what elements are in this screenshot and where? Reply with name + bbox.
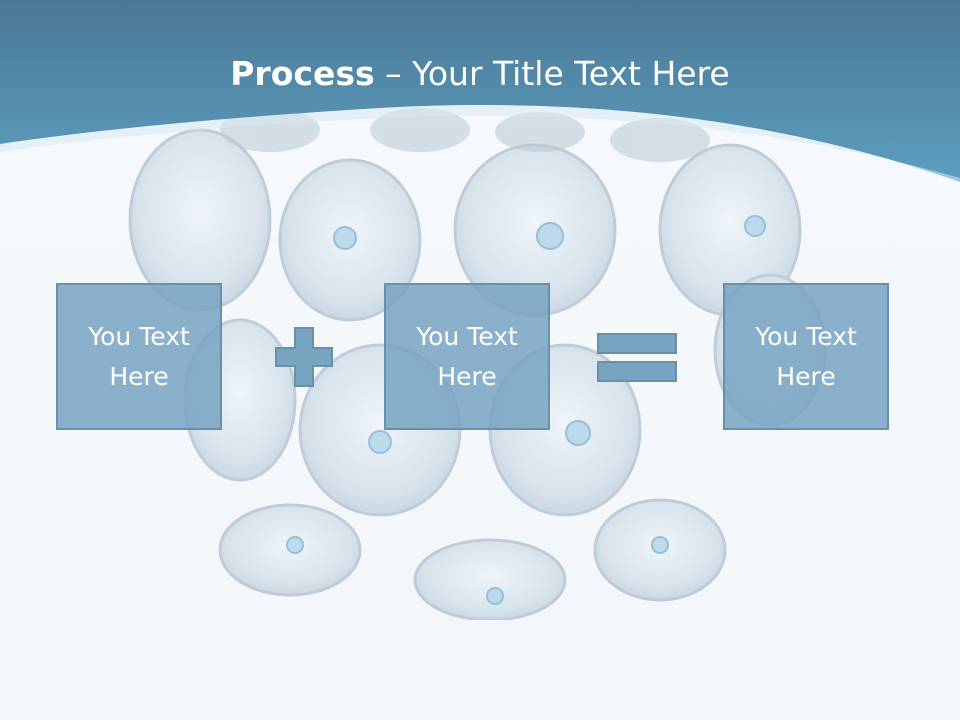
plus-icon [275,327,333,387]
text-box-1[interactable]: You Text Here [56,283,222,430]
title-bold: Process [230,54,375,93]
text-box-2[interactable]: You Text Here [384,283,550,430]
text-box-1-label: You Text Here [88,321,190,391]
title-rest: – Your Title Text Here [374,54,730,93]
header-band [0,0,960,182]
text-box-2-label: You Text Here [416,321,518,391]
equals-icon [597,333,677,382]
text-box-3[interactable]: You Text Here [723,283,889,430]
text-box-3-label: You Text Here [755,321,857,391]
page-title: Process – Your Title Text Here [0,52,960,96]
